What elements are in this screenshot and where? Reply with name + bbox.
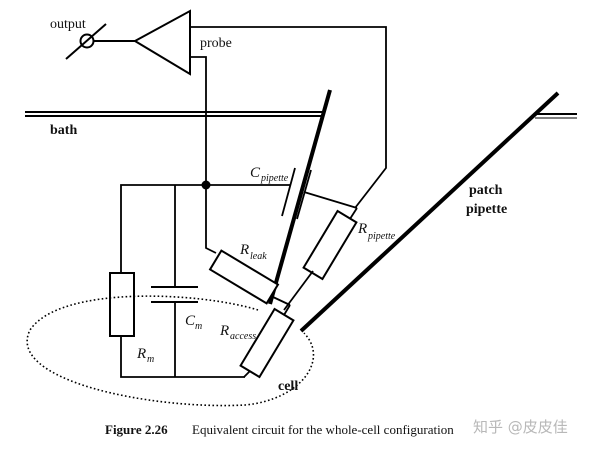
caption-number: Figure 2.26 (105, 422, 168, 437)
r-access-label-sub: access (230, 331, 256, 342)
r-pipette-body (302, 209, 358, 281)
pipette-wall-left (268, 89, 332, 305)
r-leak-label: R leak (239, 242, 267, 262)
c-pipette-label-main: C (250, 165, 261, 181)
r-pipette-label-main: R (357, 221, 367, 237)
r-leak-label-main: R (239, 242, 249, 258)
r-leak-body (208, 249, 280, 305)
r-leak-lead-bottom (272, 296, 291, 306)
c-pipette-plate-right (296, 169, 312, 220)
r-access-lead-bottom (243, 370, 251, 378)
r-pipette-resistor (283, 207, 358, 311)
bath-label: bath (50, 123, 77, 138)
r-m-label: R m (136, 346, 154, 365)
r-leak-lead-top (205, 185, 217, 254)
c-m-label-main: C (185, 313, 196, 329)
amplifier-triangle-icon (132, 9, 191, 76)
c-pipette-capacitor (281, 167, 358, 220)
r-access-label: R access (219, 323, 256, 342)
bath-surface (25, 111, 577, 119)
probe-wire (190, 56, 207, 185)
output-label: output (50, 17, 86, 32)
watermark: 知乎 @皮皮佳 (473, 418, 568, 436)
r-access-label-main: R (219, 323, 229, 339)
c-m-label: C m (185, 313, 202, 332)
cell-membrane-outline (26, 295, 315, 407)
r-m-label-main: R (136, 346, 146, 362)
c-pipette-plate-left (281, 167, 296, 217)
r-m-label-sub: m (147, 354, 154, 365)
pipette-wall-right (299, 91, 560, 333)
c-m-capacitor (151, 185, 198, 377)
patch-label: patch (469, 183, 503, 198)
caption-text: Equivalent circuit for the whole-cell co… (192, 422, 454, 437)
r-access-resistor (239, 304, 295, 379)
pipette-label: pipette (466, 202, 507, 217)
r-leak-resistor (205, 185, 291, 306)
c-pipette-lead (303, 191, 358, 209)
r-access-body (239, 307, 295, 379)
top-bus-wire (120, 184, 290, 273)
c-pipette-label-sub: pipette (260, 173, 289, 184)
output-terminal-slash (65, 23, 107, 60)
c-m-label-sub: m (195, 321, 202, 332)
c-pipette-label: C pipette (250, 165, 289, 184)
r-leak-label-sub: leak (250, 251, 267, 262)
r-access-lead-top (283, 304, 291, 316)
probe-label: probe (200, 36, 232, 51)
bottom-bus-wire (120, 336, 245, 378)
r-pipette-label-sub: pipette (367, 231, 396, 242)
r-pipette-label: R pipette (357, 221, 396, 242)
cell-label: cell (278, 379, 298, 394)
r-m-resistor (109, 272, 135, 337)
figure-caption: Figure 2.26 Equivalent circuit for the w… (105, 422, 454, 437)
headstage-wire (190, 26, 387, 209)
